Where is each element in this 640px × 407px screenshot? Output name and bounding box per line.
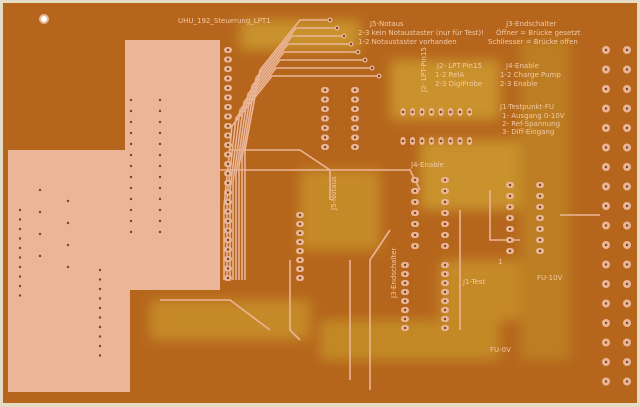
trace (238, 35, 344, 280)
pads (16, 17, 631, 386)
j2-title: J2- LPT-Pin15 (437, 62, 482, 70)
j3-line2: Schliesser = Brücke offen (488, 38, 578, 46)
j2-line1: 1-2 RelA (435, 71, 465, 79)
traces (29, 19, 600, 390)
trace (289, 260, 301, 341)
j2-line2: 2-3 DigiProbe (435, 80, 483, 88)
j3-line1: Öffner = Brücke gesetzt (496, 29, 581, 37)
j4-line2: 2-3 Enable (500, 80, 538, 88)
j5-line2: 1-2 Notaustaster vorhanden (358, 38, 457, 46)
j1-line3: 3- Diff-Eingang (502, 128, 555, 136)
j4-title: J4-Enable (506, 62, 539, 70)
trace (29, 200, 61, 371)
j5-line1: 2-3 kein Notaustaster (nur für Test)! (358, 29, 484, 37)
trace (232, 51, 358, 280)
j5-notaus-vertical: J5-Notaus (330, 176, 338, 210)
trace (80, 150, 121, 231)
j5-title: J5-Notaus (370, 20, 404, 28)
trace (369, 229, 391, 390)
trace (230, 149, 331, 200)
j2-vertical: J2- LPT-Pin15 (420, 47, 428, 92)
j1-test-label: J1-Test (463, 278, 486, 286)
copper-pour (8, 40, 220, 392)
trace (165, 169, 421, 191)
fu-0v-label: FU-0V (490, 346, 511, 354)
j3-title: J3-Endschalter (506, 20, 557, 28)
j4-line1: 1-2 Charge Pump (500, 71, 561, 79)
trace (241, 27, 337, 280)
j1-line1: 1- Ausgang 0-10V (502, 112, 565, 120)
trace (235, 43, 351, 280)
mounting-hole (39, 14, 49, 24)
board-title: UHU_192_Steuerung_LPT1 (178, 17, 271, 25)
j4-enable-label: J4-Enable (411, 161, 444, 169)
j3-endschalter-vertical: J3-Endschalter (390, 247, 398, 298)
pin1-marker: 1 (498, 258, 503, 266)
j1-line2: 2- Ref-Spannung (502, 120, 561, 128)
fu-10v-label: FU-10V (537, 274, 563, 282)
trace (244, 19, 330, 280)
trace (226, 67, 372, 280)
j1-title: J1-Testpunkt-FU (500, 103, 554, 111)
trace (160, 299, 271, 331)
